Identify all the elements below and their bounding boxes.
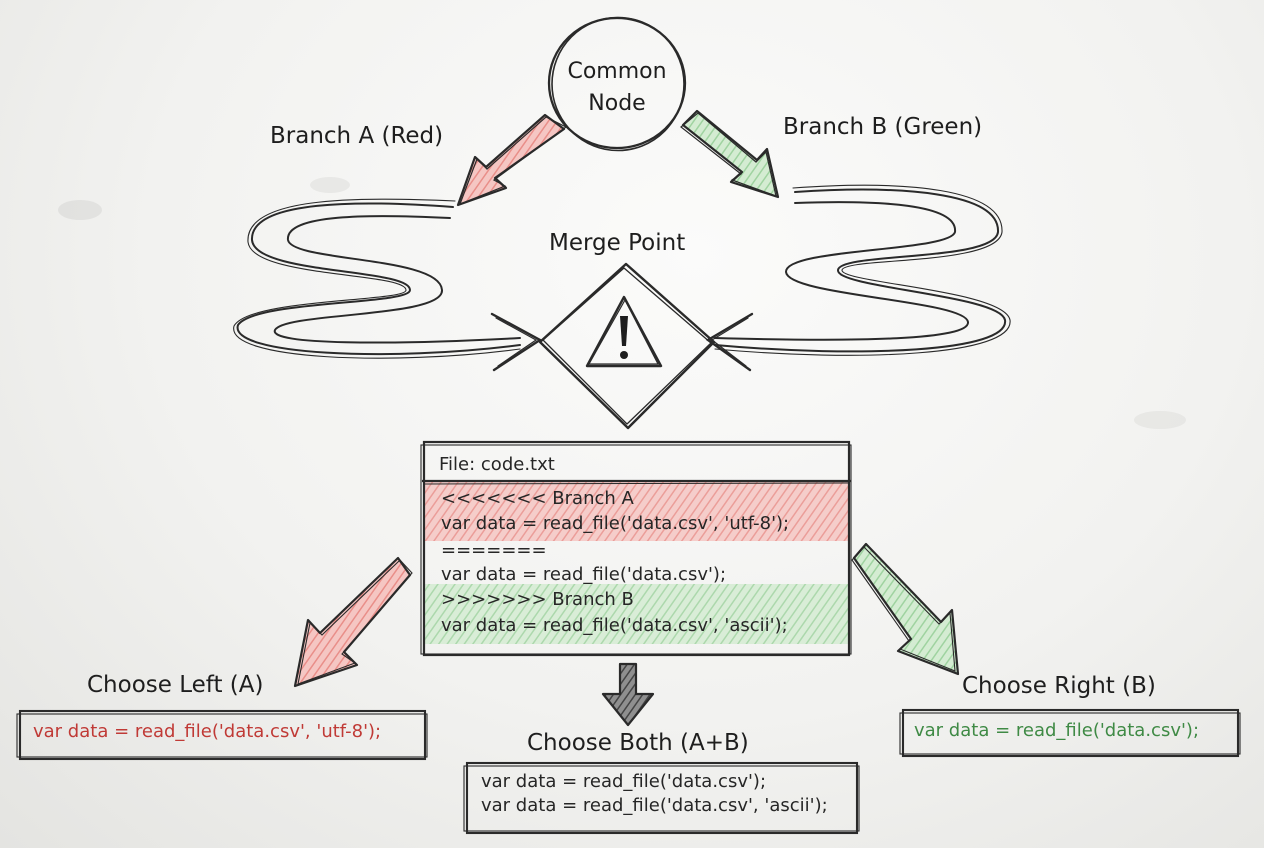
conflict-marker-end: >>>>>>> Branch B: [441, 589, 634, 610]
branch-b-arrow: [680, 109, 780, 199]
choose-right-arrow: [851, 542, 960, 676]
left-result-box: [16, 709, 428, 761]
warning-triangle-icon: [585, 295, 663, 368]
base-code-line: var data = read_file('data.csv');: [441, 564, 727, 585]
file-box-drawing: [420, 440, 852, 657]
right-result-box: [899, 708, 1241, 758]
common-node-label: Common Node: [567, 59, 667, 116]
branch-b-label: Branch B (Green): [783, 114, 983, 140]
right-result-code: var data = read_file('data.csv');: [914, 720, 1200, 741]
choose-left-label: Choose Left (A): [87, 672, 264, 698]
branch-b-code-line: var data = read_file('data.csv', 'ascii'…: [441, 615, 788, 636]
branch-a-merge-path: [233, 198, 543, 372]
choose-left-arrow: [293, 556, 413, 688]
both-result-code-line: var data = read_file('data.csv', 'ascii'…: [481, 795, 828, 816]
branch-a-arrow: [456, 113, 568, 207]
left-result-code: var data = read_file('data.csv', 'utf-8'…: [33, 721, 382, 742]
choose-both-arrow: [601, 662, 655, 727]
board-smudges: [58, 177, 1186, 429]
choose-both-label: Choose Both (A+B): [527, 730, 749, 756]
branch-b-merge-path: [705, 184, 1011, 372]
merge-point-diamond: [538, 262, 716, 430]
choose-right-label: Choose Right (B): [962, 673, 1156, 699]
file-title: File: code.txt: [439, 454, 555, 475]
conflict-separator: =======: [441, 540, 547, 561]
merge-point-label: Merge Point: [549, 230, 686, 256]
branch-a-code-line: var data = read_file('data.csv', 'utf-8'…: [441, 513, 790, 534]
both-result-box: [463, 761, 860, 835]
branch-a-label: Branch A (Red): [270, 123, 444, 149]
conflict-marker-start: <<<<<<< Branch A: [441, 488, 634, 509]
both-result-code-line: var data = read_file('data.csv');: [481, 771, 767, 792]
common-node-circle: [547, 16, 687, 152]
